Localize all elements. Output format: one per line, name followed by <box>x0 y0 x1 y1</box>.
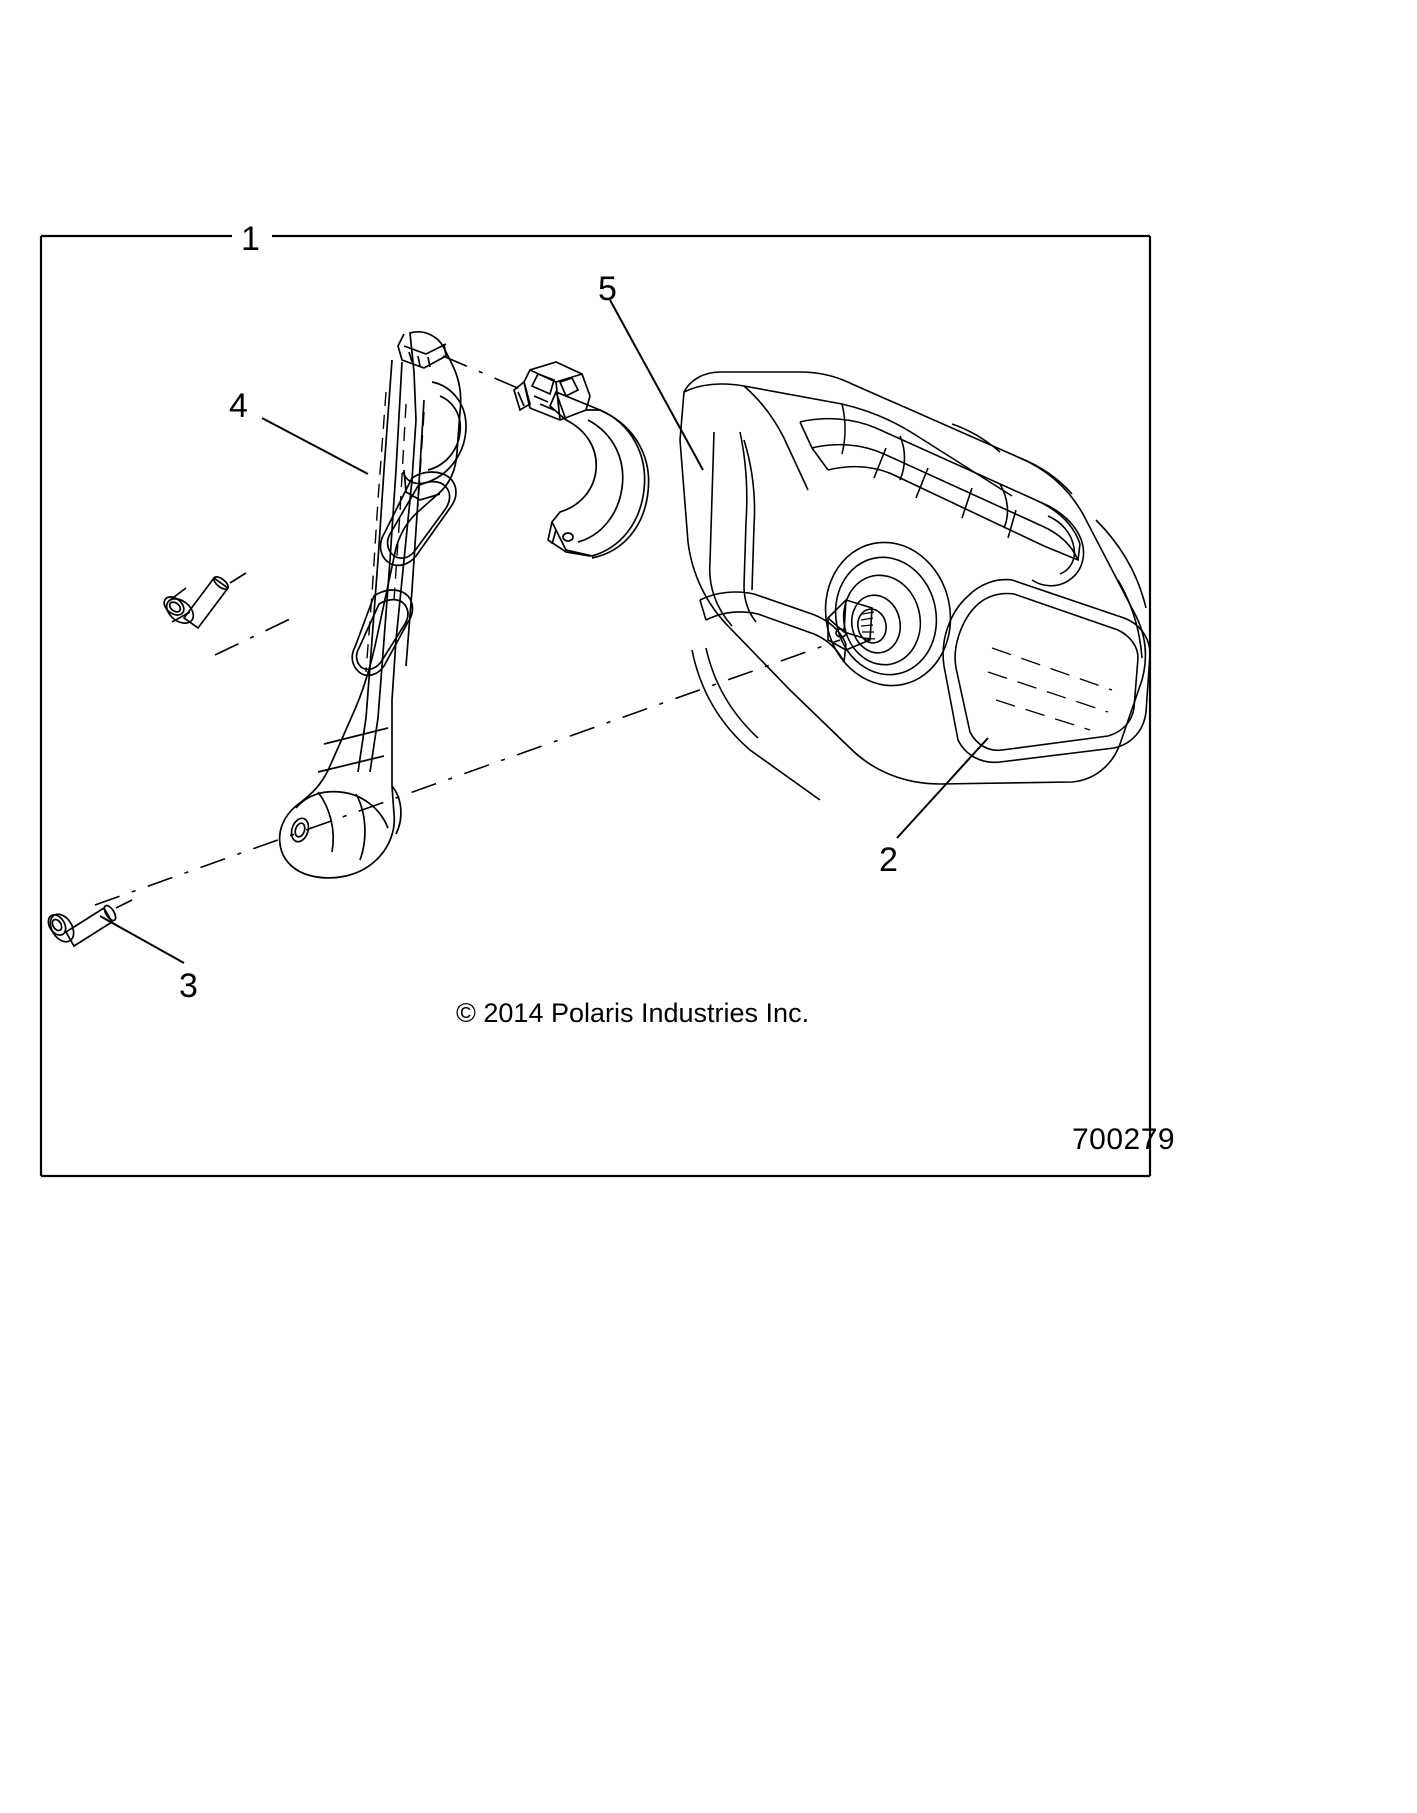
callout-label-3: 3 <box>179 967 198 1005</box>
leader-4 <box>261 417 369 475</box>
callout-label-5: 5 <box>598 270 617 308</box>
leader-3 <box>99 915 185 964</box>
assembly-centerlines <box>94 355 841 906</box>
callout-label-4: 4 <box>229 387 248 425</box>
part-5-clamp <box>513 361 650 559</box>
part-number: 700279 <box>1072 1123 1176 1156</box>
part-3-bolt-upper <box>163 572 247 630</box>
diagram-frame <box>39 234 1152 1178</box>
part-4-brake-lever <box>278 331 467 879</box>
leader-lines <box>99 299 989 964</box>
leader-2 <box>896 737 989 839</box>
callout-label-1: 1 <box>241 220 260 258</box>
part-3-bolt-lower <box>47 899 133 948</box>
callout-label-2: 2 <box>879 841 898 879</box>
part-2-master-cylinder-housing <box>679 371 1151 801</box>
copyright-notice: © 2014 Polaris Industries Inc. <box>456 998 810 1028</box>
leader-5 <box>609 299 704 471</box>
